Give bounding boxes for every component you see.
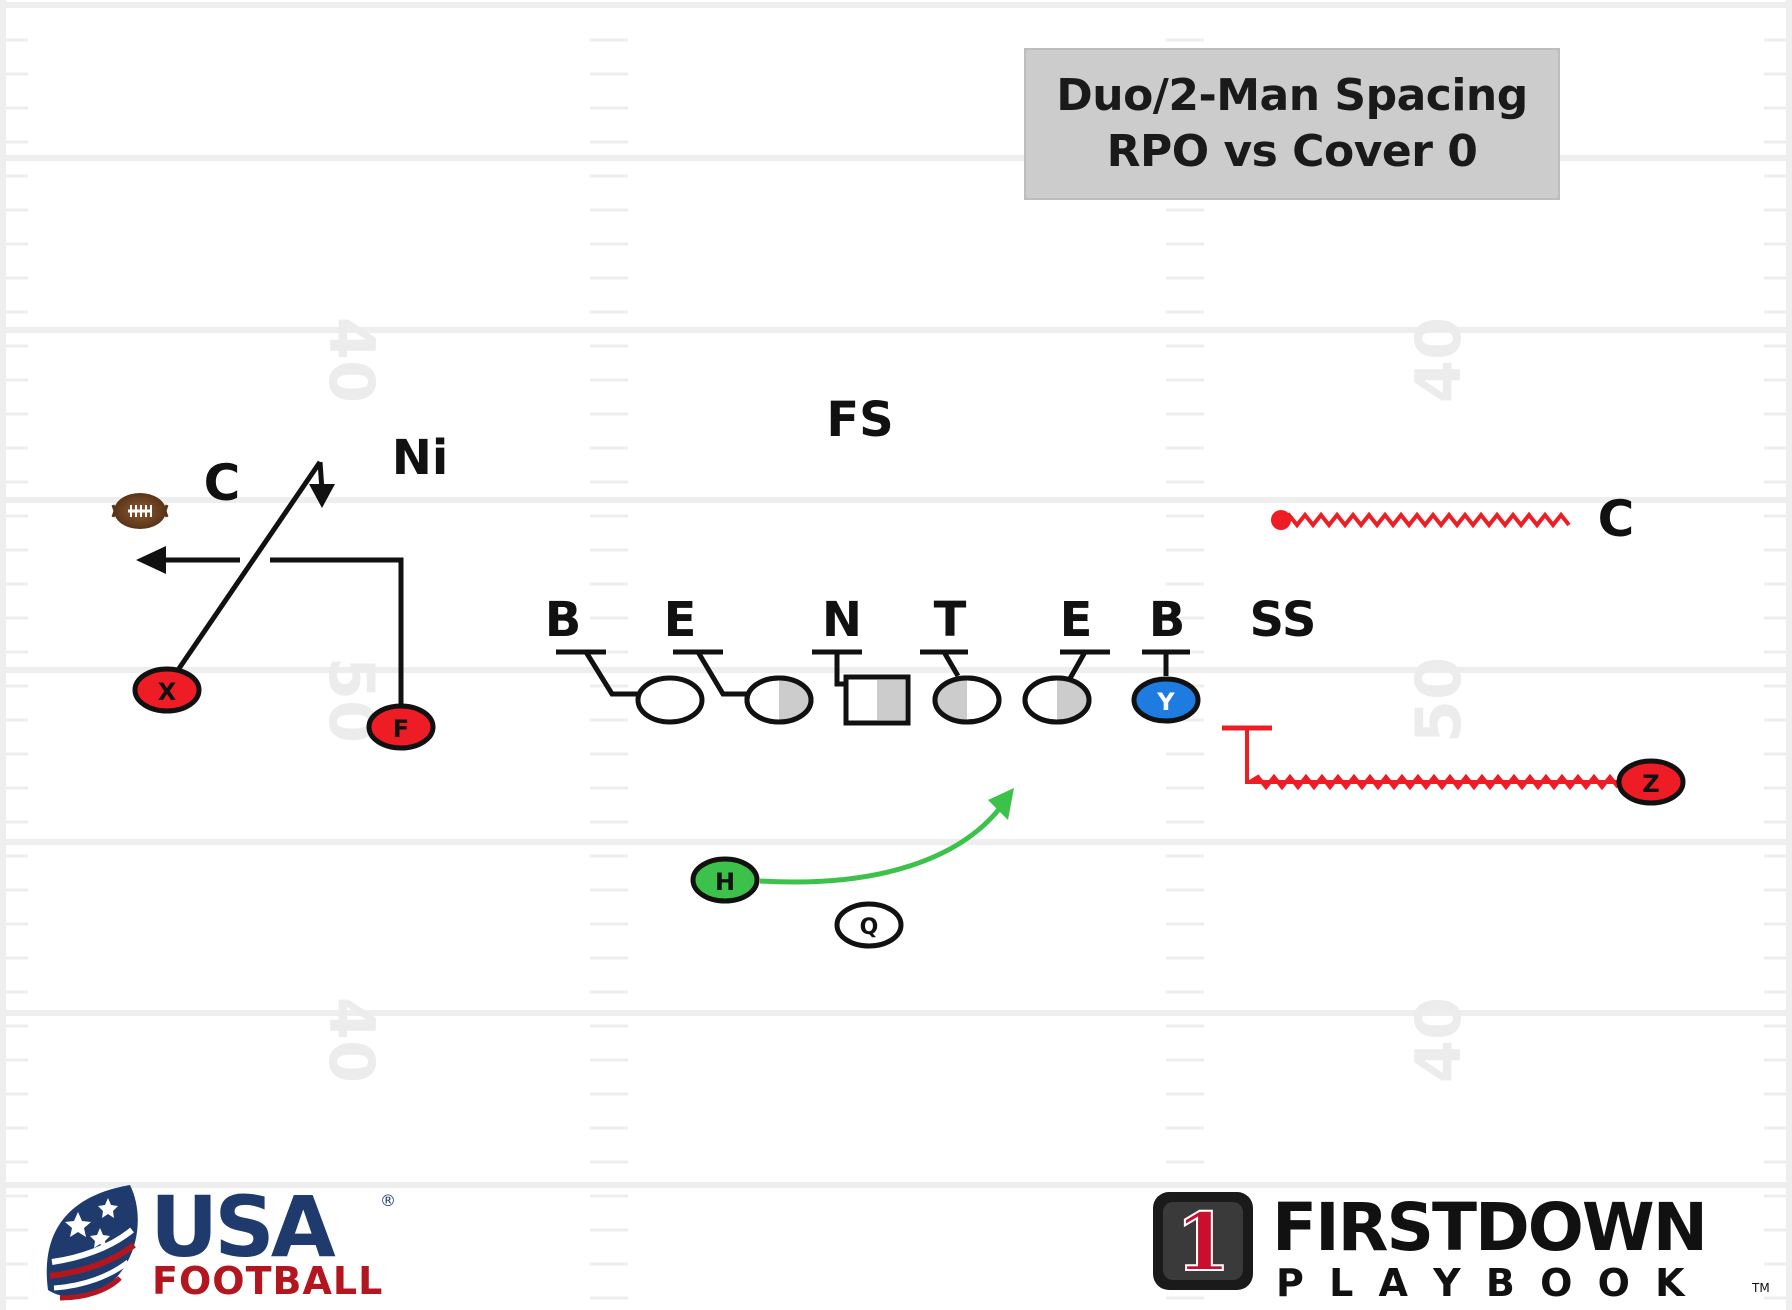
- play-title-line-1: Duo/2-Man Spacing: [1056, 70, 1528, 121]
- yard-number: 40: [1402, 317, 1475, 403]
- player-z: Z: [1616, 758, 1686, 806]
- ni-arrowhead: [309, 484, 335, 508]
- play-title-box: Duo/2-Man Spacing RPO vs Cover 0: [1024, 48, 1560, 200]
- lineman-right-guard-fill: [937, 680, 967, 720]
- yard-number: 50: [1402, 657, 1475, 743]
- football-icon: [111, 493, 169, 529]
- lineman-right-tackle-outline: [1022, 675, 1092, 725]
- usa-logo-word: USA: [150, 1178, 336, 1276]
- lineman-right-guard-outline: [932, 675, 1002, 725]
- hash-marks: [0, 38, 1792, 1300]
- label-c-right: C: [1598, 490, 1635, 548]
- c-coverage-dot: [1271, 510, 1291, 530]
- player-h-label: H: [715, 868, 735, 896]
- route-x-slant: [175, 460, 323, 672]
- lineman-left-tackle: [635, 675, 705, 725]
- player-q: Q: [834, 901, 904, 949]
- player-f: F: [366, 703, 436, 751]
- label-ss: SS: [1250, 592, 1317, 648]
- lineman-left-guard-outline: [744, 675, 814, 725]
- route-f-arrowhead: [136, 546, 166, 574]
- play-title-line-2: RPO vs Cover 0: [1106, 126, 1478, 177]
- label-t: T: [934, 592, 967, 648]
- lineman-center-fill: [877, 680, 905, 720]
- firstdown-tm: TM: [1751, 1281, 1770, 1295]
- label-b-left: B: [545, 592, 582, 648]
- label-b-right: B: [1149, 592, 1186, 648]
- yard-number: 40: [315, 317, 388, 403]
- player-y: Y: [1131, 676, 1201, 724]
- player-x-label: X: [158, 678, 177, 706]
- c-coverage-wave: [1279, 511, 1571, 529]
- route-h-arrowhead: [988, 788, 1014, 820]
- player-z-label: Z: [1642, 770, 1659, 798]
- lineman-center-outline: [843, 674, 911, 726]
- usa-logo-registered: ®: [380, 1191, 396, 1210]
- label-fs: FS: [826, 392, 893, 448]
- yard-number: 40: [1402, 997, 1475, 1083]
- route-h-arc: [759, 806, 1002, 885]
- player-x: X: [132, 666, 202, 714]
- usa-football-logo: USA ® FOOTBALL: [46, 1178, 396, 1303]
- label-c-left: C: [204, 454, 241, 512]
- firstdown-playbook-logo: 1 FIRSTDOWN P L A Y B O O K TM: [1153, 1189, 1770, 1305]
- firstdown-word: FIRSTDOWN: [1272, 1189, 1706, 1266]
- label-e-right: E: [1060, 592, 1093, 648]
- lineman-right-tackle-fill: [1057, 680, 1087, 720]
- player-y-label: Y: [1156, 688, 1175, 716]
- player-q-label: Q: [860, 915, 879, 940]
- player-f-label: F: [393, 715, 409, 743]
- label-n: N: [822, 592, 862, 648]
- yard-lines: [0, 2, 1792, 1188]
- yard-number: 40: [315, 997, 388, 1083]
- usa-logo-football: FOOTBALL: [152, 1259, 383, 1303]
- firstdown-badge-number: 1: [1175, 1195, 1231, 1289]
- label-e-left: E: [664, 592, 697, 648]
- route-f-corner: [270, 557, 404, 705]
- player-h: H: [690, 856, 760, 904]
- firstdown-playbook: P L A Y B O O K: [1276, 1261, 1691, 1305]
- route-z-wave: [1248, 773, 1620, 791]
- lineman-left-guard-fill: [779, 680, 809, 720]
- offensive-line: [635, 674, 1092, 726]
- label-ni: Ni: [392, 430, 449, 486]
